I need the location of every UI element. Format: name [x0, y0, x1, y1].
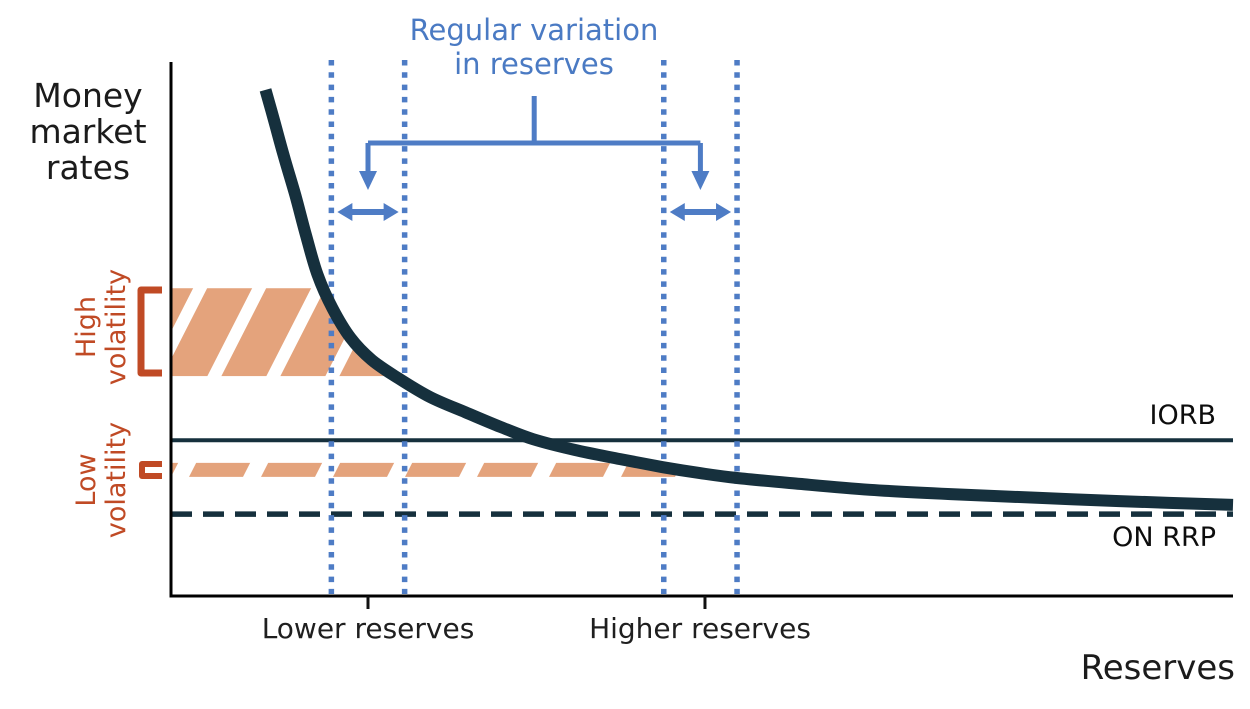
range-arrow-head-right — [383, 203, 399, 221]
high-volatility-label: High volatility — [71, 268, 132, 386]
down-arrow-head — [691, 171, 710, 190]
low-volatility-bracket — [139, 461, 162, 479]
high-volatility-band — [172, 288, 431, 377]
high-volatility-bracket — [137, 286, 162, 377]
range-arrow-head-left — [669, 203, 685, 221]
regular-variation-bracket — [368, 96, 701, 146]
lower-reserves-tick-label: Lower reserves — [261, 612, 475, 645]
x-axis-label: Reserves — [1080, 648, 1235, 688]
regular-variation-label: Regular variation in reserves — [409, 13, 659, 81]
on-rrp-line-label: ON RRP — [1112, 522, 1216, 553]
range-arrow-head-left — [337, 203, 353, 221]
higher-reserves-tick-label: Higher reserves — [589, 612, 811, 645]
down-arrow-head — [359, 171, 378, 190]
reserve-demand-curve — [259, 88, 1234, 511]
iorb-line-label: IORB — [1149, 400, 1217, 431]
y-axis-label: Money market rates — [29, 76, 147, 187]
low-volatility-label: Low volatility — [71, 421, 132, 539]
low-volatility-band — [172, 462, 690, 477]
range-arrow-head-right — [716, 203, 732, 221]
